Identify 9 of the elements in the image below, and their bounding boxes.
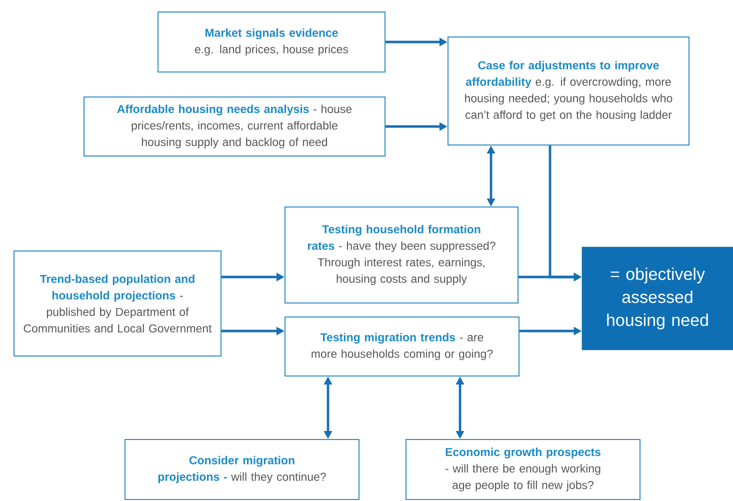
process-box: Market signals evidence e.g. land prices, house prices	[158, 12, 386, 72]
process-box: Testing household formation rates - have they been suppressed? Through interest rates, earnings, housing costs and supply	[284, 206, 518, 304]
process-box: Testing migration trends - are more households coming or going?	[284, 316, 520, 376]
process-box: Case for adjustments to improve affordability e.g. if overcrowding, more housing needed; young households who can’t afford to get on the housing ladder	[448, 36, 690, 146]
process-box: Affordable housing needs analysis - house prices/rents, incomes, current affordable housing supply and backlog of need	[84, 96, 386, 156]
process-box: Trend-based population and household projections - published by Department of Communities and Local Government	[14, 250, 222, 356]
result-box: = objectively assessed housing need	[582, 246, 733, 350]
process-box: Consider migration projections - will they continue?	[124, 439, 360, 500]
process-box: Economic growth prospects - will there be enough working age people to fill new jobs?	[406, 439, 640, 500]
